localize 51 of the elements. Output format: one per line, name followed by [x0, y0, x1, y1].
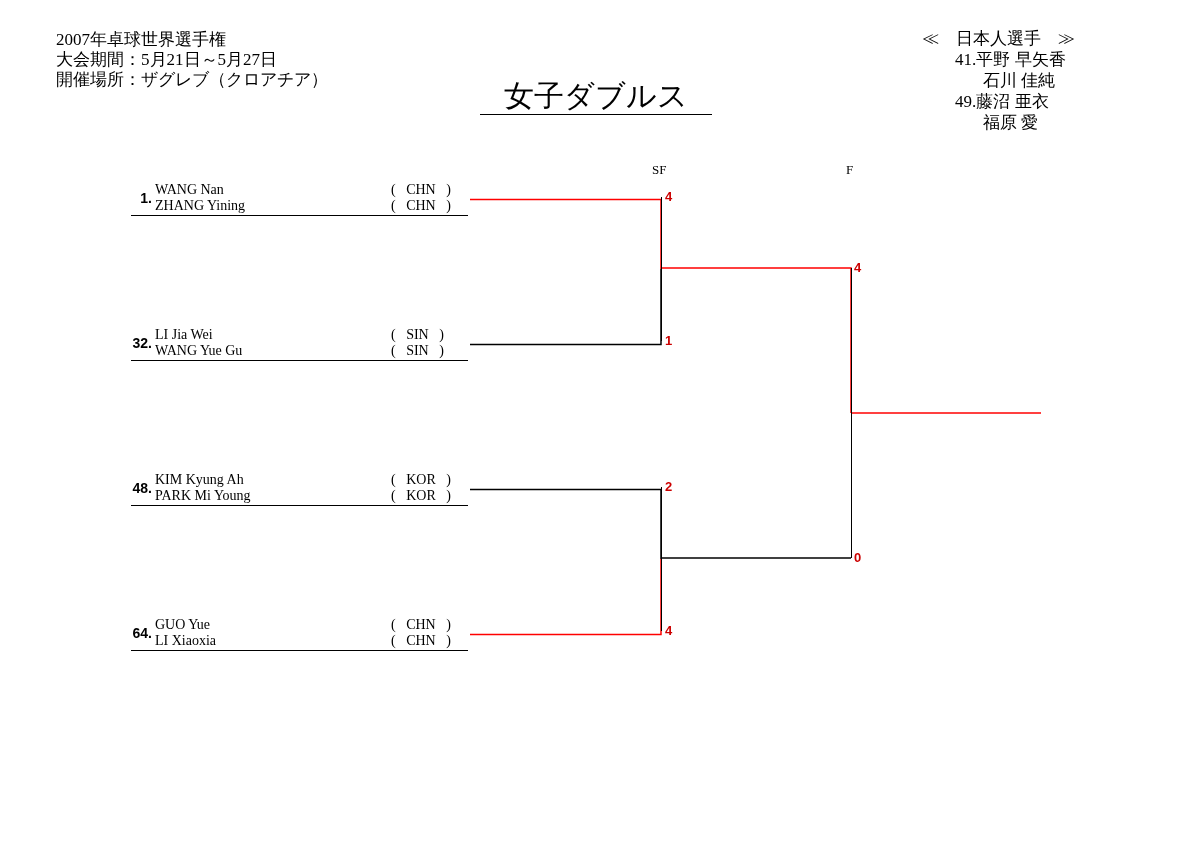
country-code: ( CHN ): [391, 182, 451, 198]
player-entry: 石川 佳純: [983, 71, 1056, 91]
score-label: 2: [665, 480, 673, 494]
round-label: SF: [652, 162, 667, 178]
header-text: 大会期間：5月21日～5月27日: [56, 50, 277, 70]
bracket-connector: [469, 198, 662, 270]
header-text: 開催場所：ザグレブ（クロアチア）: [56, 70, 328, 90]
country-code: ( SIN ): [391, 327, 444, 343]
country-code: ( KOR ): [391, 472, 451, 488]
player-name: PARK Mi Young: [155, 488, 251, 504]
player-name: KIM Kyung Ah: [155, 472, 244, 488]
score-label: 4: [665, 190, 673, 204]
country-code: ( CHN ): [391, 198, 451, 214]
bracket-line: [851, 268, 852, 558]
player-name: ZHANG Yining: [155, 198, 246, 214]
bracket-connector: [469, 558, 662, 636]
player-name: LI Xiaoxia: [155, 633, 217, 649]
list-heading: ≪ 日本人選手 ≫: [922, 29, 1075, 49]
bracket-line: [661, 197, 662, 341]
player-name: WANG Yue Gu: [155, 343, 243, 359]
bracket-connector: [660, 267, 852, 414]
entry-line: [131, 181, 468, 216]
title: 女子ダブルス: [480, 78, 712, 115]
player-entry: 福原 愛: [983, 113, 1039, 133]
country-code: ( KOR ): [391, 488, 451, 504]
country-code: ( CHN ): [391, 617, 451, 633]
seed-number: 32.: [132, 335, 152, 351]
score-label: 0: [854, 551, 862, 565]
seed-number: 48.: [132, 480, 152, 496]
bracket-connector: [469, 488, 662, 560]
bracket-line: [661, 487, 662, 631]
seed-number: 64.: [132, 625, 152, 641]
bracket-connector: [469, 268, 662, 346]
player-name: LI Jia Wei: [155, 327, 213, 343]
player-entry: 49.藤沼 亜衣: [955, 92, 1049, 112]
bracket-connector: [660, 557, 852, 559]
country-code: ( SIN ): [391, 343, 444, 359]
player-entry: 41.平野 早矢香: [955, 50, 1066, 70]
seed-number: 1.: [140, 190, 152, 206]
score-label: 4: [854, 261, 862, 275]
bracket-connector: [851, 412, 1042, 414]
entry-line: [131, 471, 468, 506]
score-label: 4: [665, 624, 673, 638]
player-name: GUO Yue: [155, 617, 211, 633]
player-name: WANG Nan: [155, 182, 224, 198]
entry-line: [131, 616, 468, 651]
entry-line: [131, 326, 468, 361]
header-text: 2007年卓球世界選手権: [56, 30, 226, 50]
round-label: F: [846, 162, 854, 178]
country-code: ( CHN ): [391, 633, 451, 649]
score-label: 1: [665, 334, 673, 348]
